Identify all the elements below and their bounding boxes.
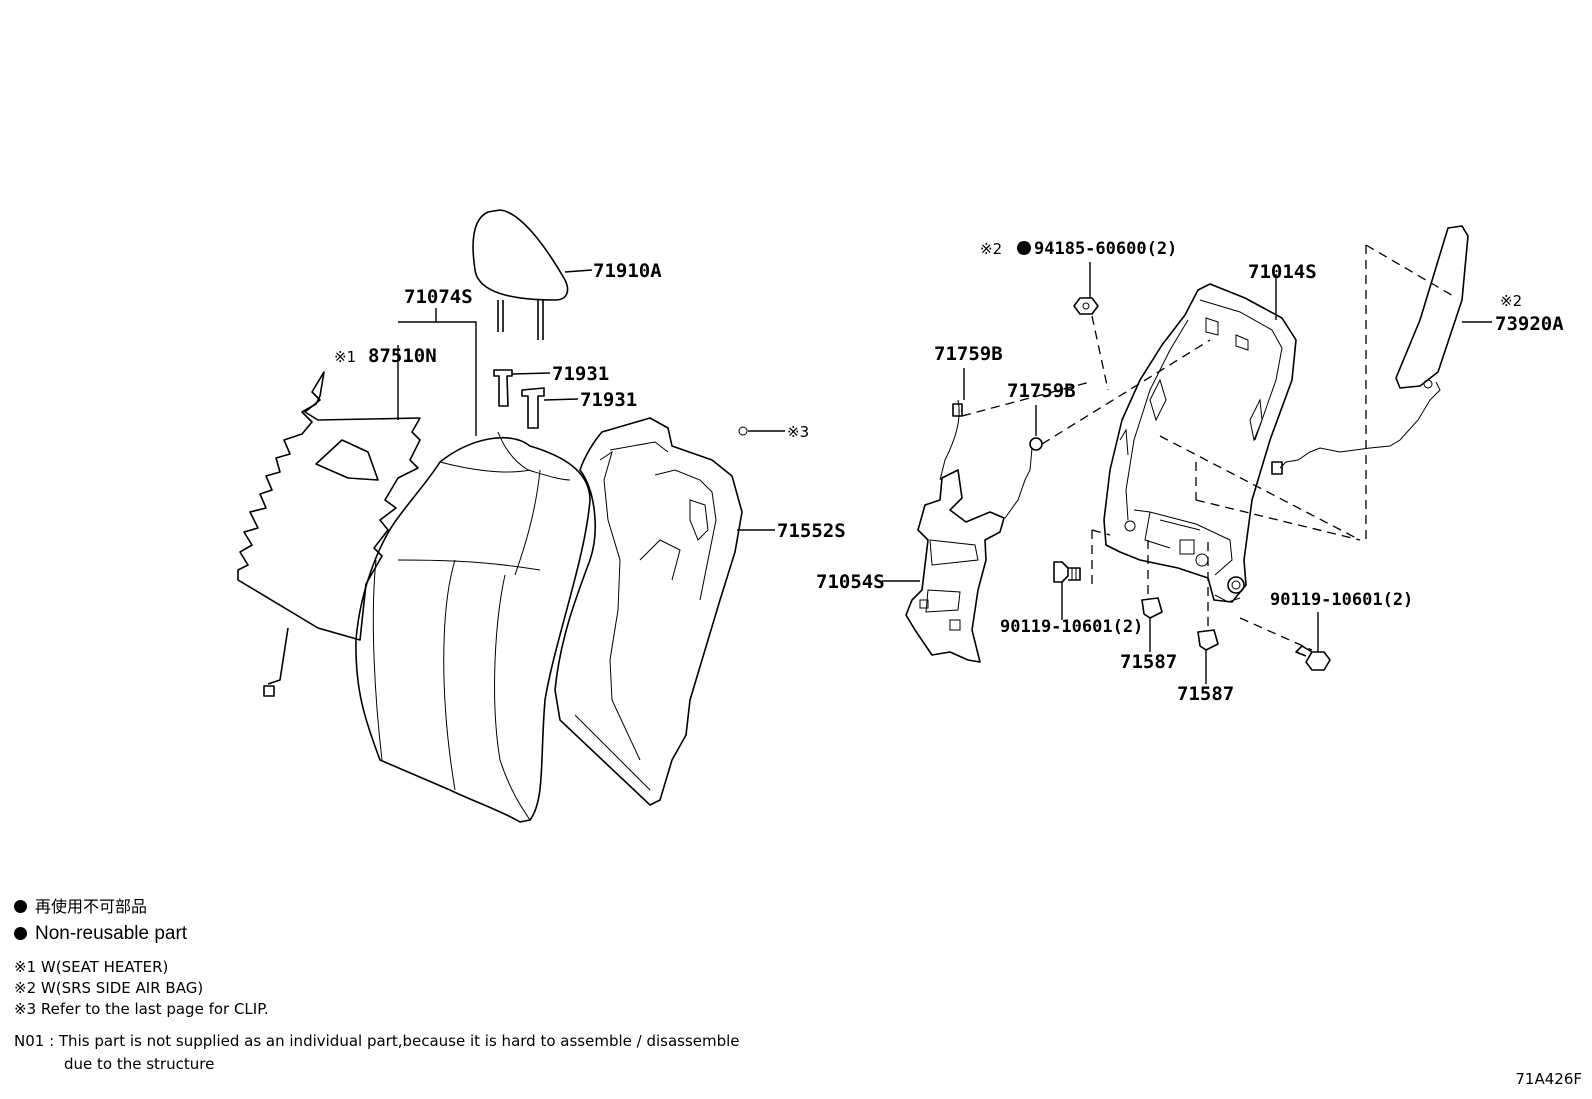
- note-n01: N01 : This part is not supplied as an in…: [14, 1030, 740, 1076]
- label-heater: 87510N: [368, 345, 437, 367]
- legend: 再使用不可部品 Non-reusable part ※1 W(SEAT HEAT…: [14, 895, 269, 1020]
- legend-non-reusable-jp: 再使用不可部品: [14, 895, 269, 919]
- label-guide-2: 71931: [580, 389, 637, 411]
- bolt-right-drawing: [1295, 645, 1331, 671]
- label-lumbar-support: 71054S: [816, 571, 885, 593]
- label-lumbar-wire-1: 71759B: [934, 343, 1003, 365]
- headrest-guide-drawing: [493, 369, 545, 429]
- figure-id: 71A426F: [1515, 1070, 1582, 1088]
- note-n01-line-1: N01 : This part is not supplied as an in…: [14, 1032, 740, 1050]
- label-bushing-1: 71587: [1120, 651, 1177, 673]
- seat-heater-drawing: [237, 371, 421, 697]
- filled-circle-icon: [14, 900, 27, 913]
- note-n01-line-2: due to the structure: [64, 1055, 215, 1073]
- filled-circle-icon: [14, 927, 27, 940]
- label-headrest: 71910A: [593, 260, 662, 282]
- seatback-cover-drawing: [355, 431, 591, 823]
- label-guide-1: 71931: [552, 363, 609, 385]
- label-bolt-right: 90119-10601(2): [1270, 590, 1413, 610]
- label-lumbar-wire-2: 71759B: [1007, 380, 1076, 402]
- side-airbag-drawing: [1271, 225, 1469, 475]
- seatback-board-drawing: [554, 417, 743, 806]
- headrest-drawing: [472, 209, 569, 340]
- label-cover-assy: 71074S: [404, 286, 473, 308]
- bushing-2-drawing: [1197, 629, 1219, 651]
- label-airbag: 73920A: [1495, 313, 1564, 335]
- bushing-1-drawing: [1141, 597, 1163, 619]
- nut-drawing: [1073, 297, 1099, 315]
- filled-circle-icon: [1017, 241, 1031, 255]
- legend-note-1: ※1 W(SEAT HEATER): [14, 958, 169, 976]
- label-clip-ref: ※3: [787, 423, 809, 441]
- label-airbag-prefix: ※2: [1500, 292, 1522, 310]
- label-nut: 94185-60600(2): [1034, 239, 1177, 259]
- legend-non-reusable-en: Non-reusable part: [14, 919, 269, 949]
- label-nut-prefix: ※2: [980, 240, 1002, 258]
- label-heater-prefix: ※1: [334, 348, 356, 366]
- label-bolt-left: 90119-10601(2): [1000, 617, 1143, 637]
- label-frame: 71014S: [1248, 261, 1317, 283]
- label-back-board: 71552S: [777, 520, 846, 542]
- seatback-frame-drawing: [1103, 283, 1297, 603]
- label-bushing-2: 71587: [1177, 683, 1234, 705]
- bolt-left-drawing: [1053, 561, 1081, 583]
- legend-note-3: ※3 Refer to the last page for CLIP.: [14, 1000, 269, 1018]
- lumbar-support-drawing: [905, 399, 1043, 663]
- legend-note-2: ※2 W(SRS SIDE AIR BAG): [14, 979, 204, 997]
